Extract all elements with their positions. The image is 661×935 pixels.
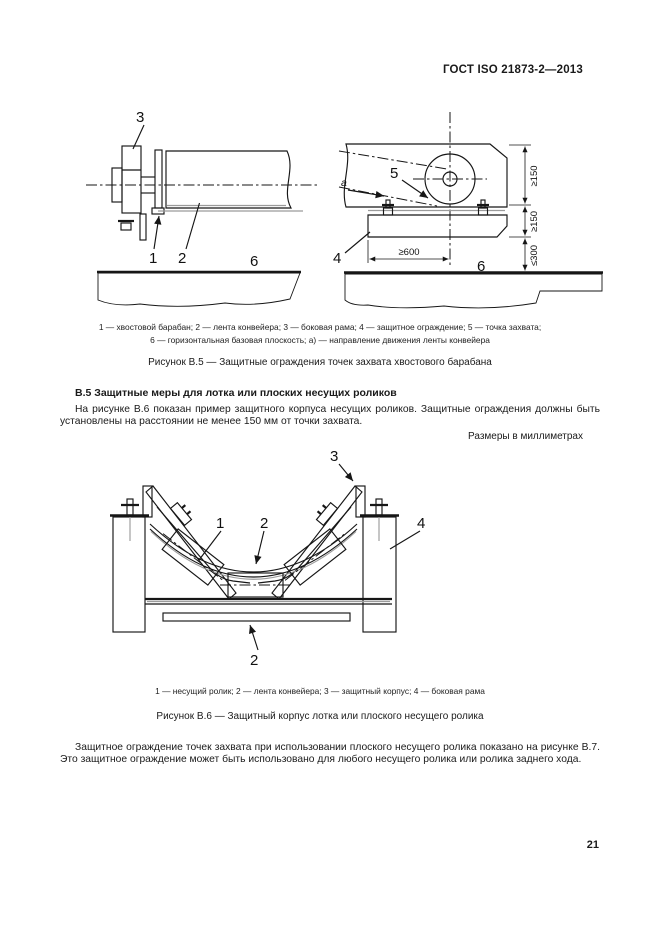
belt-direction-arrow bbox=[347, 189, 385, 199]
part-label-3: 3 bbox=[330, 448, 338, 465]
guard-wall-left bbox=[145, 485, 237, 600]
guard-mount-right bbox=[355, 485, 366, 518]
figure-b5-caption: 1 — хвостовой барабан; 2 — лента конвейе… bbox=[50, 321, 590, 347]
figure-b5-drawing: 3 1 2 6 а 5 4 6 ≥150 ≥150 ≤300 ≥600 bbox=[86, 109, 603, 309]
guard-plate bbox=[154, 149, 163, 209]
guard-mount-left bbox=[142, 485, 153, 518]
figure-b6-caption: 1 — несущий ролик; 2 — лента конвейера; … bbox=[155, 686, 485, 696]
part-label-5: 5 bbox=[390, 165, 398, 182]
guard-housing bbox=[367, 214, 508, 238]
ground-hatch-left bbox=[97, 272, 301, 307]
part-label-4: 4 bbox=[417, 515, 425, 532]
hub bbox=[111, 167, 123, 203]
bottom-bracket bbox=[139, 213, 147, 241]
conveyor-frame bbox=[343, 143, 508, 208]
tail-drum bbox=[165, 150, 292, 209]
ground-hatch-right bbox=[344, 273, 603, 309]
part-label-6-left: 6 bbox=[250, 253, 258, 270]
part-label-1: 1 bbox=[216, 515, 224, 532]
carrying-roller-left bbox=[161, 528, 225, 586]
dim-150-top: ≥150 bbox=[529, 165, 540, 186]
units-note: Размеры в миллиметрах bbox=[468, 431, 583, 442]
conveyor-belt bbox=[149, 523, 358, 573]
part-label-2: 2 bbox=[178, 250, 186, 267]
dim-150-mid: ≥150 bbox=[529, 211, 540, 232]
dim-300: ≤300 bbox=[529, 245, 540, 266]
closing-paragraph: Защитное ограждение точек захвата при ис… bbox=[60, 742, 600, 765]
guard-wall-right bbox=[271, 485, 363, 600]
part-label-2-bottom: 2 bbox=[250, 652, 258, 669]
dim-600: ≥600 bbox=[398, 247, 419, 258]
figure-b6-drawing: 3 1 2 4 2 bbox=[110, 448, 425, 669]
figure-b5-caption-line2: 6 — горизонтальная базовая плоскость; а)… bbox=[150, 335, 490, 345]
document-header: ГОСТ ISO 21873-2—2013 bbox=[442, 64, 583, 76]
part-label-4: 4 bbox=[333, 250, 341, 267]
side-frame-plate bbox=[121, 145, 142, 214]
left-side-frame bbox=[112, 516, 146, 633]
figure-b5-caption-line1: 1 — хвостовой барабан; 2 — лента конвейе… bbox=[98, 322, 542, 332]
section-b5-paragraph: На рисунке В.6 показан пример защитного … bbox=[60, 404, 600, 427]
figure-b5-title: Рисунок В.5 — Защитные ограждения точек … bbox=[148, 357, 492, 368]
section-b5-heading: В.5 Защитные меры для лотка или плоских … bbox=[75, 387, 397, 399]
figure-b6-title: Рисунок В.6 — Защитный корпус лотка или … bbox=[156, 711, 484, 722]
direction-label-a: а bbox=[341, 177, 347, 189]
part-label-3: 3 bbox=[136, 109, 144, 126]
part-label-2-top: 2 bbox=[260, 515, 268, 532]
part-label-6-right: 6 bbox=[477, 258, 485, 275]
carrying-roller-right bbox=[283, 528, 347, 586]
part-label-1: 1 bbox=[149, 250, 157, 267]
page-number: 21 bbox=[586, 839, 599, 851]
return-belt bbox=[162, 612, 351, 622]
